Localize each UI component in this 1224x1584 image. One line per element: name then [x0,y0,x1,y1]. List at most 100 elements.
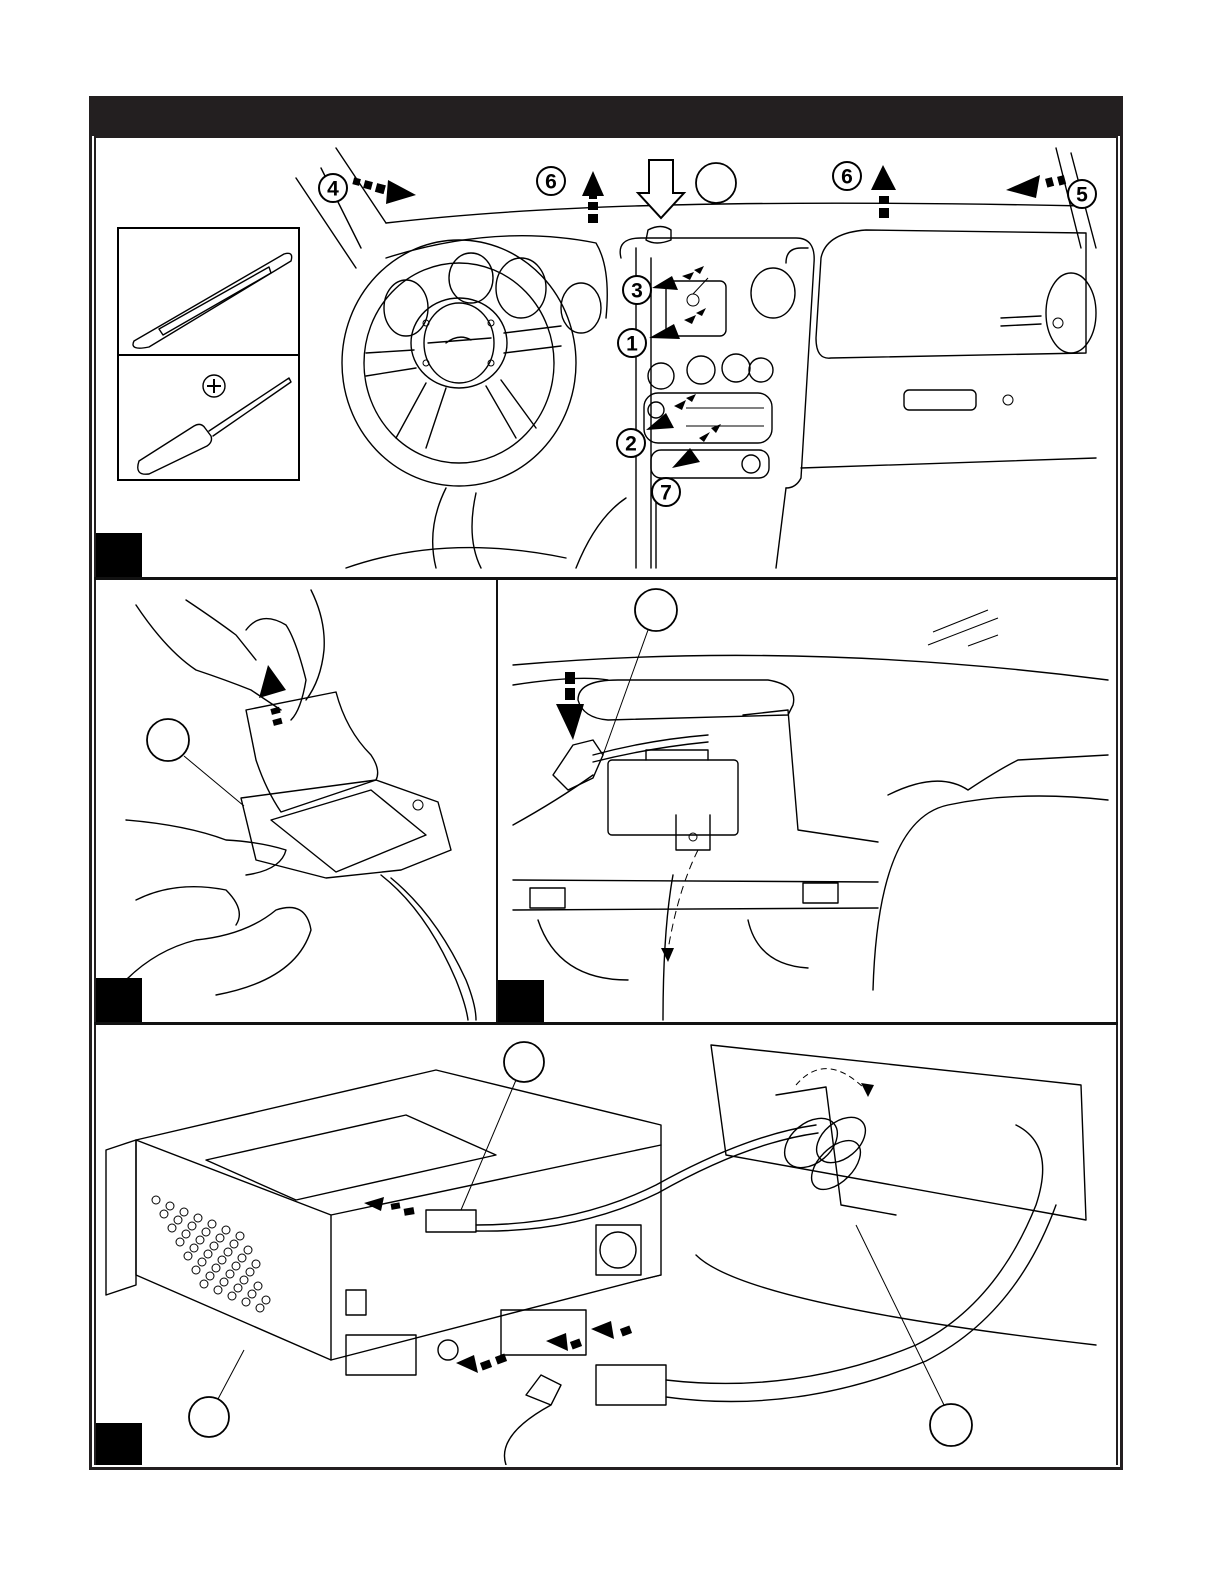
vent-hole [201,1227,211,1237]
leader-line [855,1224,945,1406]
vent-hole [151,1195,161,1205]
antenna-mount [552,739,604,791]
callout-3: 3 [622,266,709,307]
panel-peel-adhesive [96,580,496,1022]
header-bar [89,96,1123,136]
tool-screwdriver [119,356,298,479]
vent-hole [255,1303,265,1313]
vent-hole [197,1257,207,1267]
vent-hole [211,1263,221,1273]
vent-hole [193,1213,203,1223]
dash-mount-illustration [512,588,1109,1021]
callout-2: 2 [616,394,696,458]
callout-number: 5 [1076,184,1088,207]
callout-number: 3 [631,280,643,303]
vent-hole [223,1247,233,1257]
leader-line [460,1079,517,1211]
vent-hole [175,1237,185,1247]
vent-hole [261,1295,271,1305]
vent-hole [213,1285,223,1295]
step-badge [96,533,142,577]
vent-hole [219,1277,229,1287]
center-stack [619,237,815,569]
callout-number: 4 [327,178,339,201]
divider-h-1 [94,577,1118,580]
vent-hole [191,1265,201,1275]
radio-connection-illustration [105,1041,1097,1465]
vent-hole [165,1201,175,1211]
instrument-cluster [385,235,608,319]
tool-trim-panel [119,229,298,356]
reference-circle [188,1396,230,1438]
vent-hole [217,1255,227,1265]
vent-hole [189,1243,199,1253]
vent-hole [233,1283,243,1293]
dash-top-line [385,202,1087,224]
vent-hole [179,1207,189,1217]
antenna-base [240,779,452,879]
panel-dashboard-overview: 4 6 6 5 [96,138,1116,577]
vent-hole [183,1251,193,1261]
reference-circle [146,718,190,762]
panel-connect-radio [96,1025,1116,1465]
vent-hole [205,1271,215,1281]
cable-route-dashed [667,849,699,951]
callout-4: 4 [318,173,416,204]
sensor-part [645,225,672,244]
vent-hole [247,1289,257,1299]
antenna-jack [437,1339,459,1361]
vent-hole [239,1275,249,1285]
leader-line [183,755,245,807]
gauge-housing [872,754,1109,991]
vent-hole [245,1267,255,1277]
vent-hole [215,1233,225,1243]
reference-circle [634,588,678,632]
callout-number: 1 [626,333,638,356]
vent-hole [209,1241,219,1251]
leader-line [602,629,649,756]
callout-6-right: 6 [832,161,896,218]
vent-hole [221,1225,231,1235]
harness-connector [595,1364,667,1406]
vent-hole [253,1281,263,1291]
reference-circle [503,1041,545,1083]
reference-circle [929,1403,973,1447]
antenna-plug [503,1374,562,1465]
vent-hole [235,1231,245,1241]
callout-5: 5 [1006,175,1097,209]
antenna-connector [425,1209,477,1233]
callout-number: 2 [625,433,637,456]
antenna-cable [380,874,477,1021]
trim-tool-icon [132,252,293,349]
peel-arrow [272,717,283,726]
coiled-excess-cable [775,1086,897,1216]
antenna-cable [475,1124,819,1232]
vent-hole [251,1259,261,1269]
callout-number: 7 [660,482,672,505]
vent-hole [227,1291,237,1301]
cooling-fan [595,1224,642,1276]
wire-harness [665,1124,1057,1403]
press-arrow [565,672,575,684]
vent-hole [167,1223,177,1233]
dash-frame [512,709,879,911]
lower-hand [125,819,312,996]
vent-hole [199,1279,209,1289]
panel-mount-antenna [498,580,1116,1022]
radio-unit [105,1069,662,1376]
adhesive-pad [270,789,427,873]
antenna-adhesive-illustration [125,589,477,1021]
callout-7: 7 [651,424,721,507]
vent-holes [151,1195,271,1313]
dash-opening [710,1044,1087,1221]
radio-ports [500,1309,587,1356]
rotate-arrow-dashed [795,1068,867,1091]
plug-arrow [403,1207,415,1216]
antenna-wire [512,734,709,826]
vent-hole [225,1269,235,1279]
vent-hole [231,1261,241,1271]
vent-hole [195,1235,205,1245]
callouts-layer: 4 6 6 5 [318,161,1097,507]
mounting-bracket [675,814,711,851]
divider-v-1 [496,580,498,1022]
